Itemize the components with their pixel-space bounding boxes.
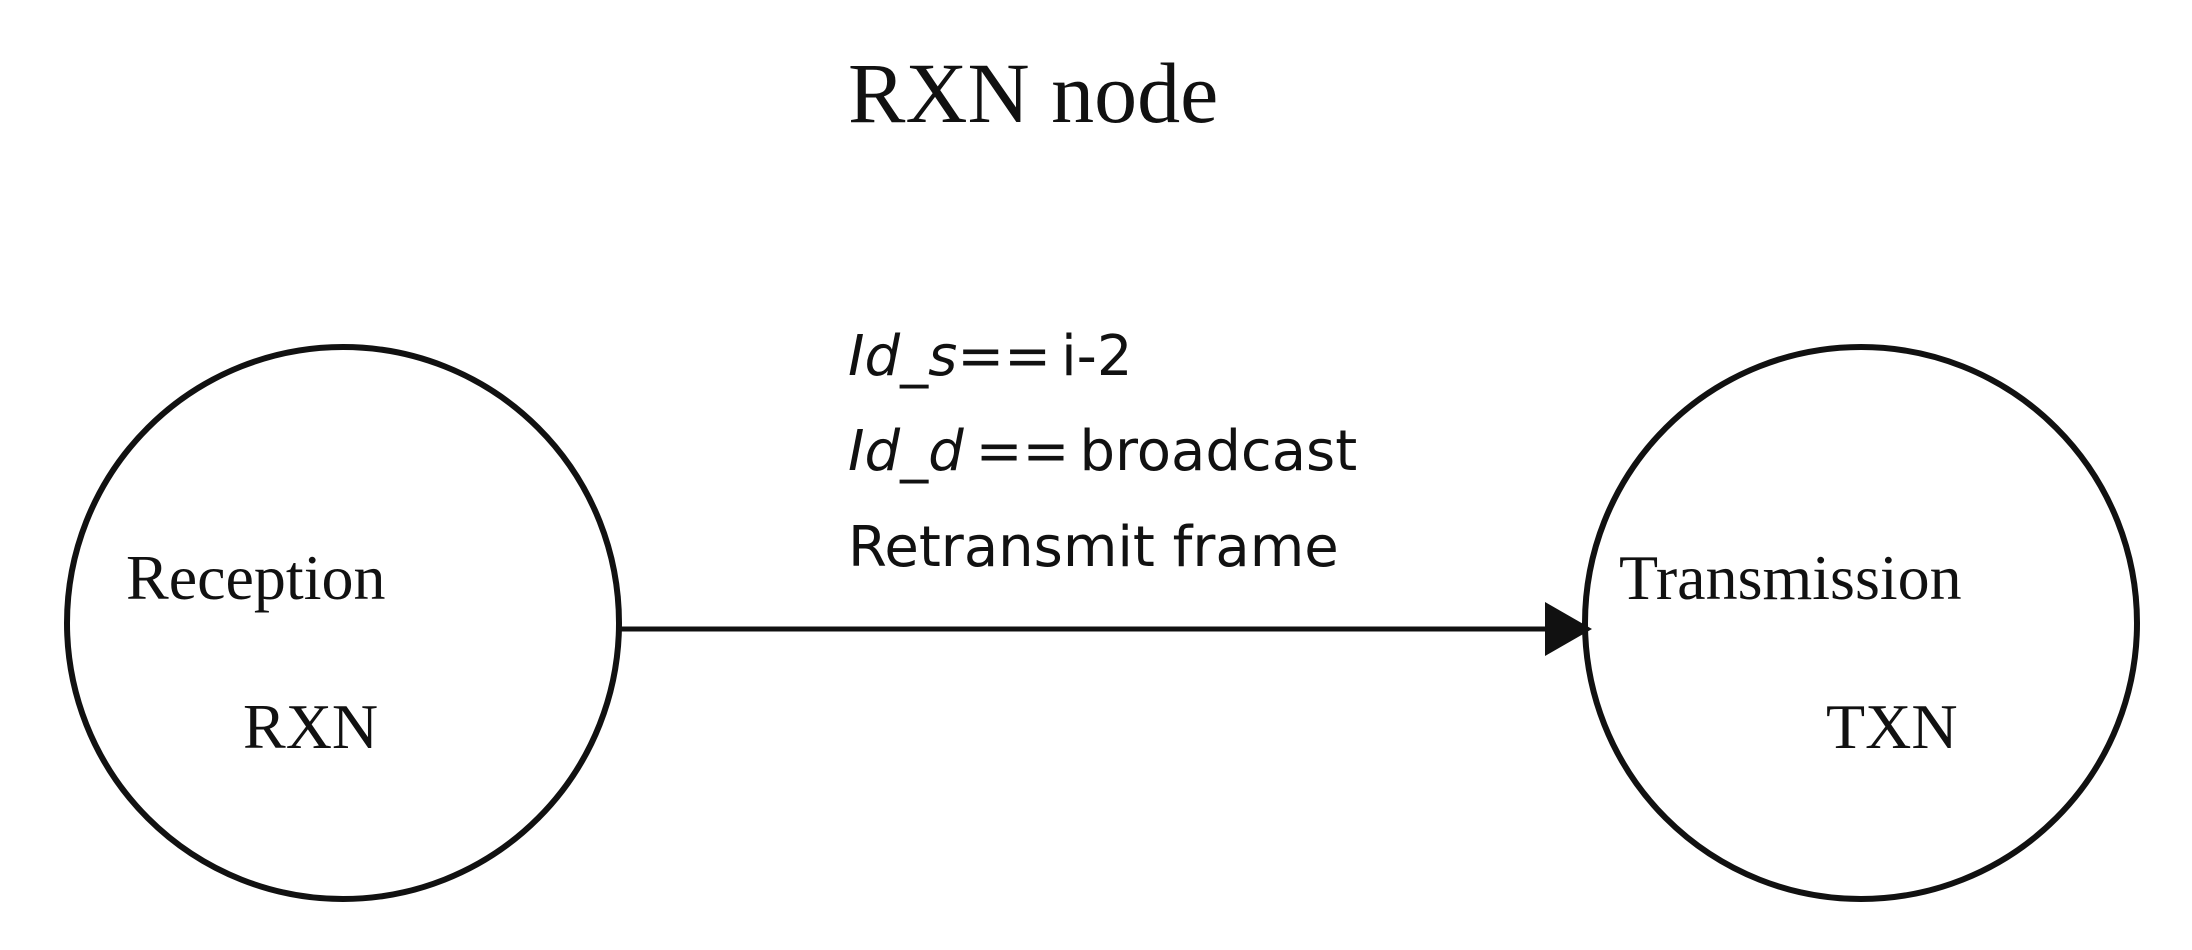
state-transmission-name: Transmission (1619, 542, 1962, 613)
state-transmission-code: TXN (1826, 691, 1958, 762)
state-transmission: Transmission TXN (1582, 344, 2140, 902)
diagram-title: RXN node (848, 45, 1218, 141)
condition-source-value: i-2 (1061, 324, 1132, 389)
condition-destination-value: broadcast (1079, 419, 1357, 484)
transition-label: Id_s==i-2 Id_d==broadcast Retransmit fra… (848, 324, 1357, 580)
condition-destination-id: Id_d==broadcast (848, 419, 1357, 484)
state-transmission-circle (1582, 344, 2140, 902)
state-reception-code: RXN (243, 691, 378, 762)
condition-source-id: Id_s==i-2 (848, 324, 1133, 389)
arrowhead-icon (1545, 602, 1592, 656)
condition-source-var: Id_s (848, 324, 957, 389)
condition-source-op: == (957, 324, 1051, 389)
transition-edge (620, 602, 1592, 656)
state-reception: Reception RXN (64, 344, 622, 902)
state-reception-circle (64, 344, 622, 902)
condition-destination-op: == (976, 419, 1070, 484)
state-reception-name: Reception (126, 542, 385, 613)
transition-action: Retransmit frame (848, 515, 1339, 580)
condition-destination-var: Id_d (848, 419, 964, 484)
